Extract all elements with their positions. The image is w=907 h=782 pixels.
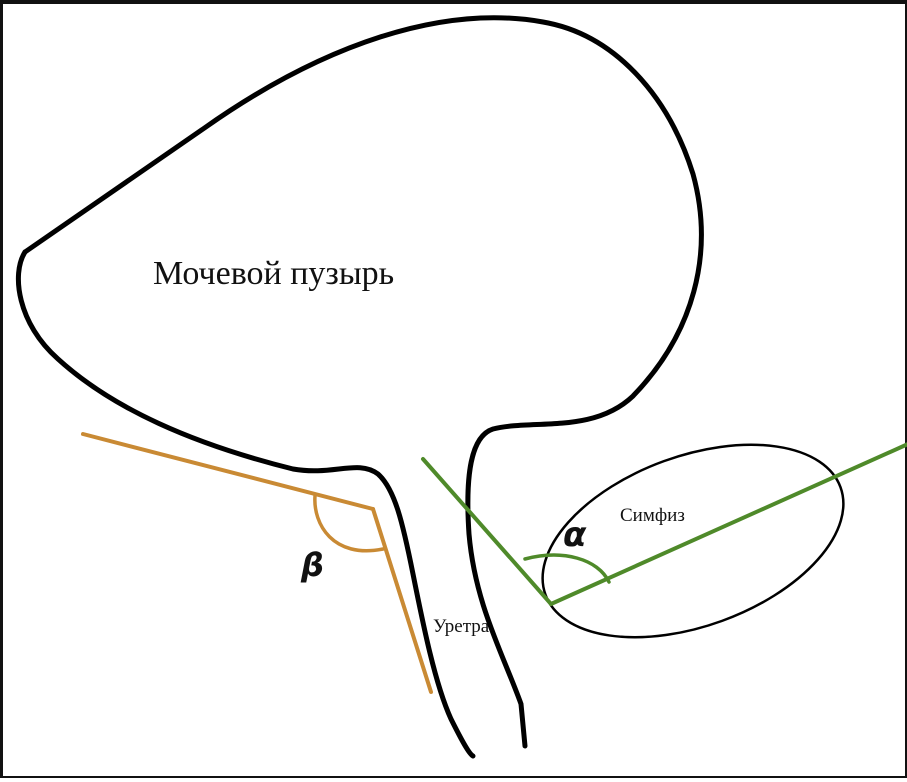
anatomy-diagram: Мочевой пузырь Симфиз Уретра α β (3, 4, 907, 782)
beta-line-lower (373, 509, 431, 692)
beta-symbol: β (300, 546, 324, 584)
alpha-symbol: α (563, 515, 587, 555)
symphysis-label: Симфиз (620, 505, 685, 526)
bladder-outline (25, 18, 701, 746)
bladder-outline-left (18, 252, 473, 756)
bladder-label: Мочевой пузырь (153, 255, 394, 292)
urethra-label: Уретра (433, 616, 490, 637)
alpha-line-left (423, 459, 551, 604)
alpha-line-right (551, 444, 907, 604)
alpha-arc (525, 555, 609, 582)
